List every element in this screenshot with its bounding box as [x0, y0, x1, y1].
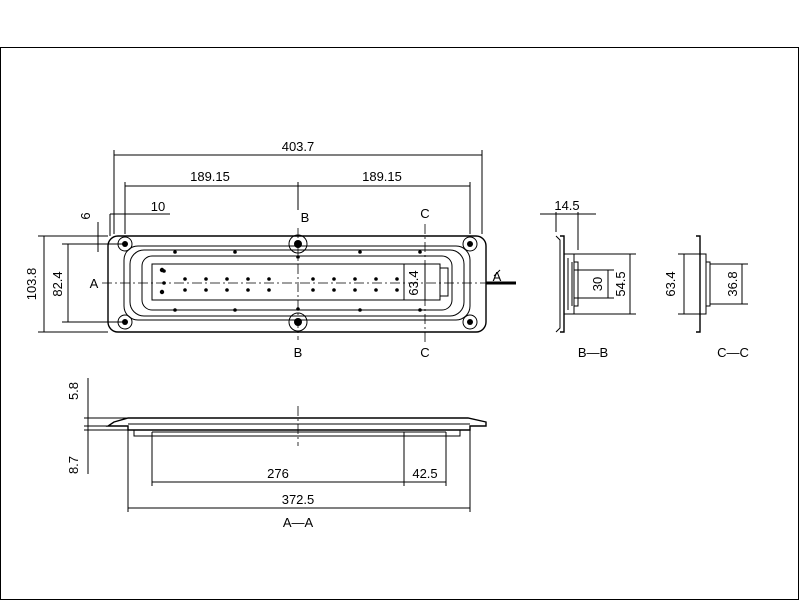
top-view-dimensions [38, 150, 483, 333]
screw-hole [462, 236, 478, 252]
view-label-bb: B—B [578, 345, 608, 360]
view-label-aa: A—A [283, 515, 314, 530]
section-mark-b-bottom: B [294, 345, 303, 360]
dim-tab-width: 10 [151, 199, 165, 214]
dim-window-height: 63.4 [406, 270, 421, 295]
screw-hole [462, 314, 478, 330]
dim-aa-step: 42.5 [412, 466, 437, 481]
dim-inner-height: 82.4 [50, 271, 65, 296]
dim-aa-bottom: 8.7 [66, 456, 81, 474]
section-mark-a-left: A [90, 276, 99, 291]
view-label-cc: C—C [717, 345, 749, 360]
dim-aa-overall: 372.5 [282, 492, 315, 507]
drawing-frame [0, 47, 799, 600]
dim-bb-outer: 54.5 [613, 271, 628, 296]
dim-overall-height: 103.8 [24, 268, 39, 301]
section-mark-c-bottom: C [420, 345, 429, 360]
section-aa-view [84, 378, 487, 512]
section-bb-view [540, 212, 636, 333]
dim-tab-offset: 6 [78, 212, 93, 219]
top-view [102, 224, 516, 342]
connector-block [151, 263, 441, 301]
dim-overall-width: 403.7 [282, 139, 315, 154]
dim-cc-inner: 36.8 [725, 271, 740, 296]
section-mark-c-top: C [420, 206, 429, 221]
section-mark-a-right: A [493, 269, 502, 284]
dim-half-left: 189.15 [190, 169, 230, 184]
dim-aa-top: 5.8 [66, 382, 81, 400]
dim-bb-inner: 30 [590, 277, 605, 291]
dim-half-right: 189.15 [362, 169, 402, 184]
window-rect [403, 263, 441, 301]
dim-aa-inner: 276 [267, 466, 289, 481]
section-arrow-a [493, 269, 501, 277]
section-mark-b-top: B [301, 210, 310, 225]
section-cc-view [678, 235, 748, 333]
contact-pins [159, 250, 422, 312]
dim-bb-width: 14.5 [554, 198, 579, 213]
window-step [440, 267, 449, 297]
dim-cc-outer: 63.4 [663, 271, 678, 296]
